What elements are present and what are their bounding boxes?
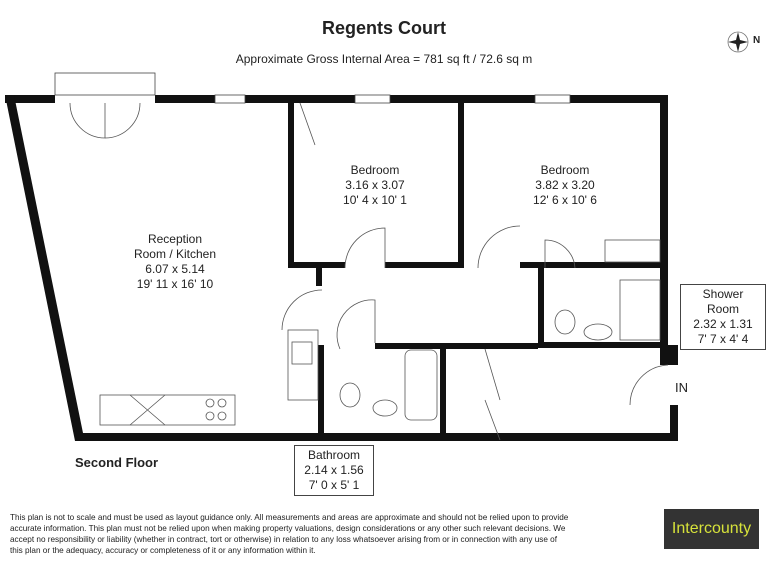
room-dimensions-metric: 3.16 x 3.07 bbox=[345, 178, 405, 192]
floor-label: Second Floor bbox=[75, 455, 159, 470]
room-name: Shower Room bbox=[702, 287, 744, 316]
room-dimensions-imperial: 12' 6 x 10' 6 bbox=[533, 193, 597, 207]
intercounty-logo: Intercounty bbox=[664, 509, 759, 549]
compass-north-icon bbox=[727, 31, 749, 53]
room-dimensions-imperial: 7' 0 x 5' 1 bbox=[308, 478, 360, 492]
entrance-label: IN bbox=[675, 380, 688, 395]
compass-label: N bbox=[753, 35, 761, 46]
room-bathroom: Bathroom 2.14 x 1.56 7' 0 x 5' 1 bbox=[294, 445, 374, 496]
room-reception: Reception Room / Kitchen 6.07 x 5.14 19'… bbox=[115, 232, 235, 292]
room-name: Room / Kitchen bbox=[133, 247, 217, 261]
room-bedroom-1: Bedroom 3.16 x 3.07 10' 4 x 10' 1 bbox=[320, 163, 430, 208]
page-title: Regents Court bbox=[321, 18, 446, 38]
room-name: Bathroom bbox=[307, 448, 361, 462]
room-name: Bedroom bbox=[540, 163, 590, 177]
room-name: Bedroom bbox=[350, 163, 400, 177]
room-dimensions-imperial: 19' 11 x 16' 10 bbox=[136, 277, 214, 291]
room-dimensions-imperial: 10' 4 x 10' 1 bbox=[343, 193, 407, 207]
gross-area: Approximate Gross Internal Area = 781 sq… bbox=[235, 52, 533, 66]
room-dimensions-imperial: 7' 7 x 4' 4 bbox=[697, 332, 749, 346]
room-dimensions-metric: 6.07 x 5.14 bbox=[145, 262, 205, 276]
room-name: Reception bbox=[147, 232, 203, 246]
room-dimensions-metric: 2.14 x 1.56 bbox=[304, 463, 364, 477]
room-dimensions-metric: 3.82 x 3.20 bbox=[535, 178, 595, 192]
room-bedroom-2: Bedroom 3.82 x 3.20 12' 6 x 10' 6 bbox=[510, 163, 620, 208]
disclaimer: This plan is not to scale and must be us… bbox=[10, 513, 569, 555]
compass: N bbox=[726, 30, 766, 54]
room-dimensions-metric: 2.32 x 1.31 bbox=[693, 317, 753, 331]
room-shower: Shower Room 2.32 x 1.31 7' 7 x 4' 4 bbox=[680, 284, 766, 350]
